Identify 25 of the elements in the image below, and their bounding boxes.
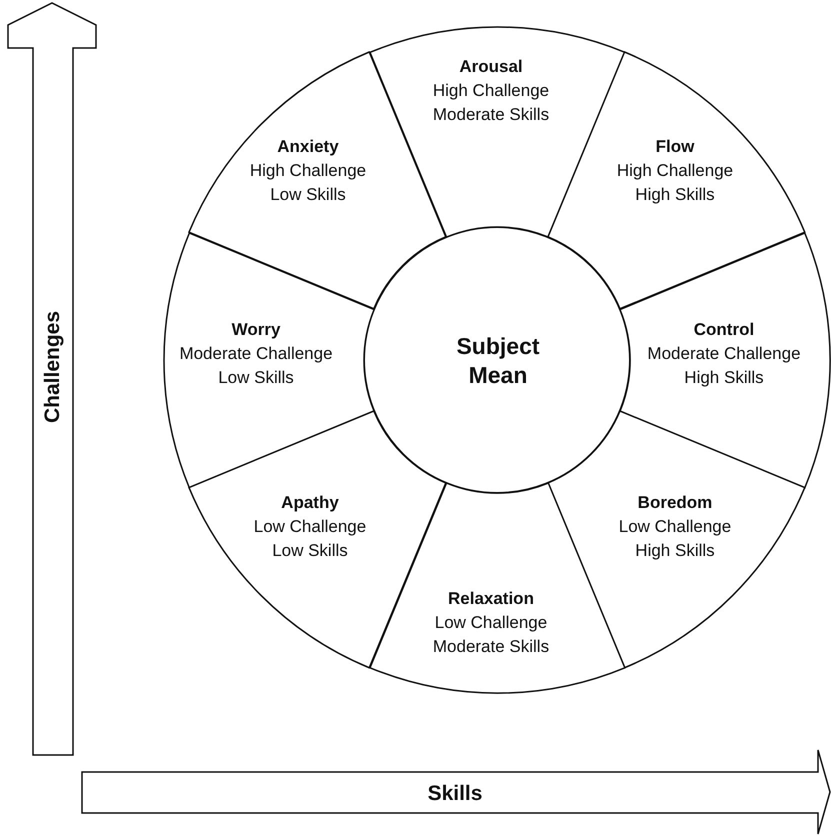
sector-description: Low Challenge Low Skills [252, 516, 368, 562]
circle-label: Subject Mean [455, 332, 541, 390]
sector-title: Flow [654, 136, 696, 158]
sector-description: High Challenge Moderate Skills [432, 80, 550, 126]
sector-title: Apathy [280, 492, 340, 514]
sector-description: Moderate Challenge High Skills [646, 342, 802, 389]
axis-block-arrow [82, 750, 830, 834]
sector-description: Low Challenge Moderate Skills [432, 612, 550, 658]
sector-title: Worry [230, 318, 282, 341]
sector-description: High Challenge High Skills [616, 160, 734, 206]
sector-title: Arousal [458, 56, 524, 78]
axis-block-arrow [8, 3, 96, 755]
sector-description: Moderate Challenge Low Skills [178, 342, 334, 389]
axis-label: Challenges [41, 310, 65, 424]
axis-label: Skills [428, 782, 482, 806]
sector-title: Relaxation [446, 588, 535, 610]
wheel-sector [548, 52, 805, 310]
sector-title: Control [692, 318, 756, 341]
sector-description: High Challenge Low Skills [248, 160, 368, 206]
sector-title: Anxiety [276, 136, 340, 158]
wheel-sector [164, 232, 374, 488]
wheel-sector [620, 232, 830, 488]
sector-title: Boredom [636, 492, 714, 514]
wheel-sector [548, 410, 805, 668]
sector-description: Low Challenge High Skills [618, 516, 732, 562]
